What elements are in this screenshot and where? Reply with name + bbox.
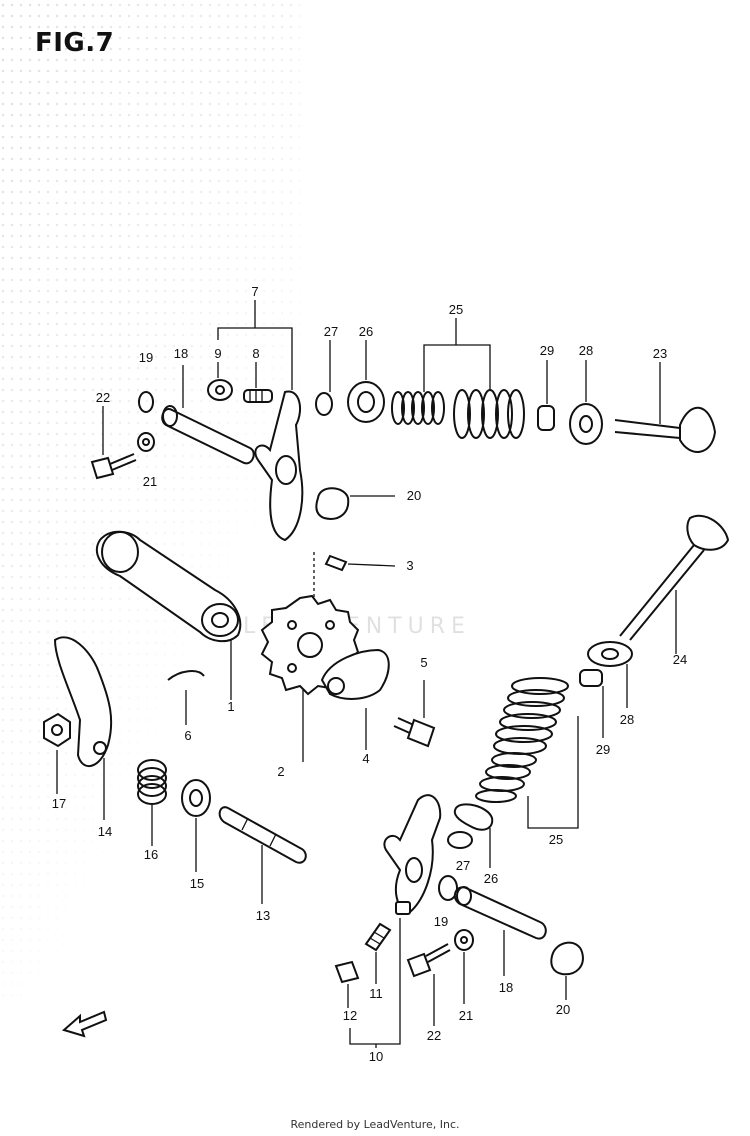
part-25-valve-springs-lower — [475, 677, 569, 803]
part-9-washer — [207, 379, 233, 401]
callout-25-lower: 25 — [549, 832, 563, 847]
part-27-cotter-upper — [315, 392, 333, 416]
part-23-valve — [614, 406, 717, 453]
part-21-washer-upper — [137, 432, 155, 452]
callout-17: 17 — [52, 796, 66, 811]
callout-7: 7 — [251, 284, 258, 299]
callout-22-lower: 22 — [427, 1028, 441, 1043]
footer-credit: Rendered by LeadVenture, Inc. — [290, 1118, 460, 1131]
part-26-retainer-upper — [347, 381, 385, 423]
upper-rocker-arm — [254, 390, 304, 542]
callout-20-upper: 20 — [407, 488, 421, 503]
part-13-shaft — [218, 806, 307, 864]
callout-8: 8 — [252, 346, 259, 361]
callout-2: 2 — [277, 764, 284, 779]
front-arrow-icon — [61, 1010, 108, 1038]
callout-11: 11 — [369, 986, 383, 1001]
callout-23: 23 — [653, 346, 667, 361]
part-16-spring — [137, 759, 167, 805]
part-19-o-ring-upper — [138, 391, 154, 413]
callout-21-upper: 21 — [143, 474, 157, 489]
callout-22-upper: 22 — [96, 390, 110, 405]
callout-3: 3 — [406, 558, 413, 573]
part-26-retainer-lower — [453, 803, 494, 831]
part-20-gasket-lower — [550, 941, 584, 976]
callout-9: 9 — [214, 346, 221, 361]
callout-12: 12 — [343, 1008, 357, 1023]
callout-4: 4 — [362, 751, 369, 766]
lower-rocker-arm — [383, 794, 442, 914]
callout-28-upper: 28 — [579, 343, 593, 358]
part-12-nut — [334, 960, 360, 984]
callout-18-upper: 18 — [174, 346, 188, 361]
callout-27-upper: 27 — [324, 324, 338, 339]
part-20-gasket-upper — [315, 487, 350, 520]
part-4-plate — [320, 648, 390, 700]
callout-1: 1 — [227, 699, 234, 714]
part-29-seal-upper — [537, 405, 555, 431]
figure-title: FIG.7 — [35, 28, 115, 58]
part-3-pin — [324, 554, 348, 572]
part-21-washer-lower — [454, 929, 474, 951]
callout-29-lower: 29 — [596, 742, 610, 757]
part-8-adjuster — [243, 389, 273, 403]
part-1-camshaft — [95, 530, 242, 643]
callout-24: 24 — [673, 652, 687, 667]
part-29-seal-lower — [579, 669, 603, 687]
callout-14: 14 — [98, 824, 112, 839]
callout-26-lower: 26 — [484, 871, 498, 886]
callout-25-upper: 25 — [449, 302, 463, 317]
callout-5: 5 — [420, 655, 427, 670]
bracket-10 — [349, 918, 401, 1045]
part-22-bolt-lower — [406, 943, 451, 978]
part-24-valve — [619, 514, 730, 641]
callout-21-lower: 21 — [459, 1008, 473, 1023]
callout-15: 15 — [190, 876, 204, 891]
callout-10: 10 — [369, 1049, 383, 1064]
part-5-bolt — [393, 717, 436, 748]
callout-6: 6 — [184, 728, 191, 743]
part-18-rocker-shaft-upper — [161, 405, 255, 465]
part-15-bearing — [181, 779, 211, 817]
callout-19-lower: 19 — [434, 914, 448, 929]
part-27-cotter-lower — [447, 831, 473, 849]
callout-29-upper: 29 — [540, 343, 554, 358]
part-19-o-ring-lower — [438, 875, 458, 901]
callout-16: 16 — [144, 847, 158, 862]
part-18-rocker-shaft-lower — [453, 886, 547, 940]
part-28-seat-upper — [569, 403, 603, 445]
part-14-lever — [53, 636, 113, 767]
callout-18-lower: 18 — [499, 980, 513, 995]
part-11-adjuster — [364, 922, 392, 952]
part-6-half-ring — [167, 670, 205, 681]
part-22-bolt-upper — [90, 453, 137, 480]
callout-20-lower: 20 — [556, 1002, 570, 1017]
part-28-seat-lower — [587, 641, 633, 667]
part-25-valve-springs-upper — [391, 389, 525, 439]
callout-19-upper: 19 — [139, 350, 153, 365]
callout-27-lower: 27 — [456, 858, 470, 873]
part-17-nut — [43, 712, 71, 748]
callout-26-upper: 26 — [359, 324, 373, 339]
callout-28-lower: 28 — [620, 712, 634, 727]
callout-13: 13 — [256, 908, 270, 923]
